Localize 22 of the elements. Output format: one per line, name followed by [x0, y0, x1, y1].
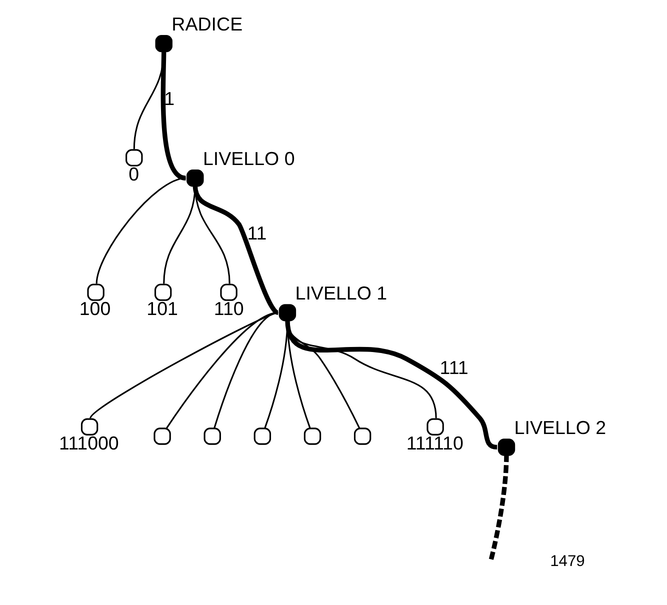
connector — [89, 312, 278, 419]
connector — [284, 319, 497, 450]
node-label: 100 — [78, 298, 110, 320]
edge-label: 11 — [246, 222, 266, 244]
node-label: 0 — [128, 164, 139, 185]
connector — [192, 184, 279, 315]
edge-label: 111 — [439, 356, 468, 378]
edge-label: 1 — [164, 88, 174, 109]
connector — [488, 454, 508, 562]
node-label: LIVELLO 0 — [202, 148, 294, 169]
node-label: 110 — [213, 298, 244, 320]
label: 1479 — [550, 553, 584, 570]
node-label: 111110 — [406, 432, 463, 454]
node-label: LIVELLO 2 — [514, 417, 606, 438]
node-label: 101 — [146, 298, 178, 320]
node-label: LIVELLO 1 — [294, 282, 387, 304]
connector — [160, 50, 186, 180]
connector — [213, 312, 278, 428]
node-label: RADICE — [171, 13, 242, 34]
connector — [165, 312, 278, 429]
node-label: 111000 — [58, 432, 118, 454]
connector — [95, 177, 186, 284]
